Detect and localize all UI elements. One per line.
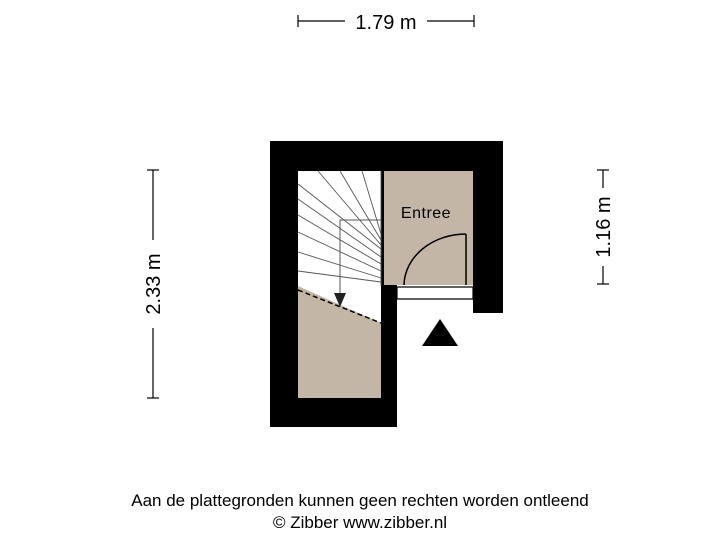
- height-right-label: 1.16 m: [593, 196, 615, 257]
- width-label: 1.79 m: [355, 12, 416, 34]
- door-jamb-left: [381, 286, 397, 398]
- copyright-text: © Zibber www.zibber.nl: [272, 513, 448, 532]
- height-left-label: 2.33 m: [143, 253, 165, 314]
- entree-room: [384, 171, 473, 285]
- entrance-marker-icon: [422, 319, 458, 346]
- stair-cut-line: [297, 289, 382, 324]
- room-label-entree: Entree: [401, 205, 451, 222]
- disclaimer-text: Aan de plattegronden kunnen geen rechten…: [131, 491, 589, 510]
- height-right-dimension: 1.16 m: [593, 169, 615, 285]
- floor-plan: 1.79 m 2.33 m 1.16 m: [143, 12, 615, 427]
- width-dimension: 1.79 m: [297, 12, 475, 34]
- door-swing: [403, 233, 467, 286]
- stair-direction-arrow: [334, 219, 381, 307]
- door-threshold: [396, 286, 474, 300]
- height-left-dimension: 2.33 m: [143, 169, 165, 399]
